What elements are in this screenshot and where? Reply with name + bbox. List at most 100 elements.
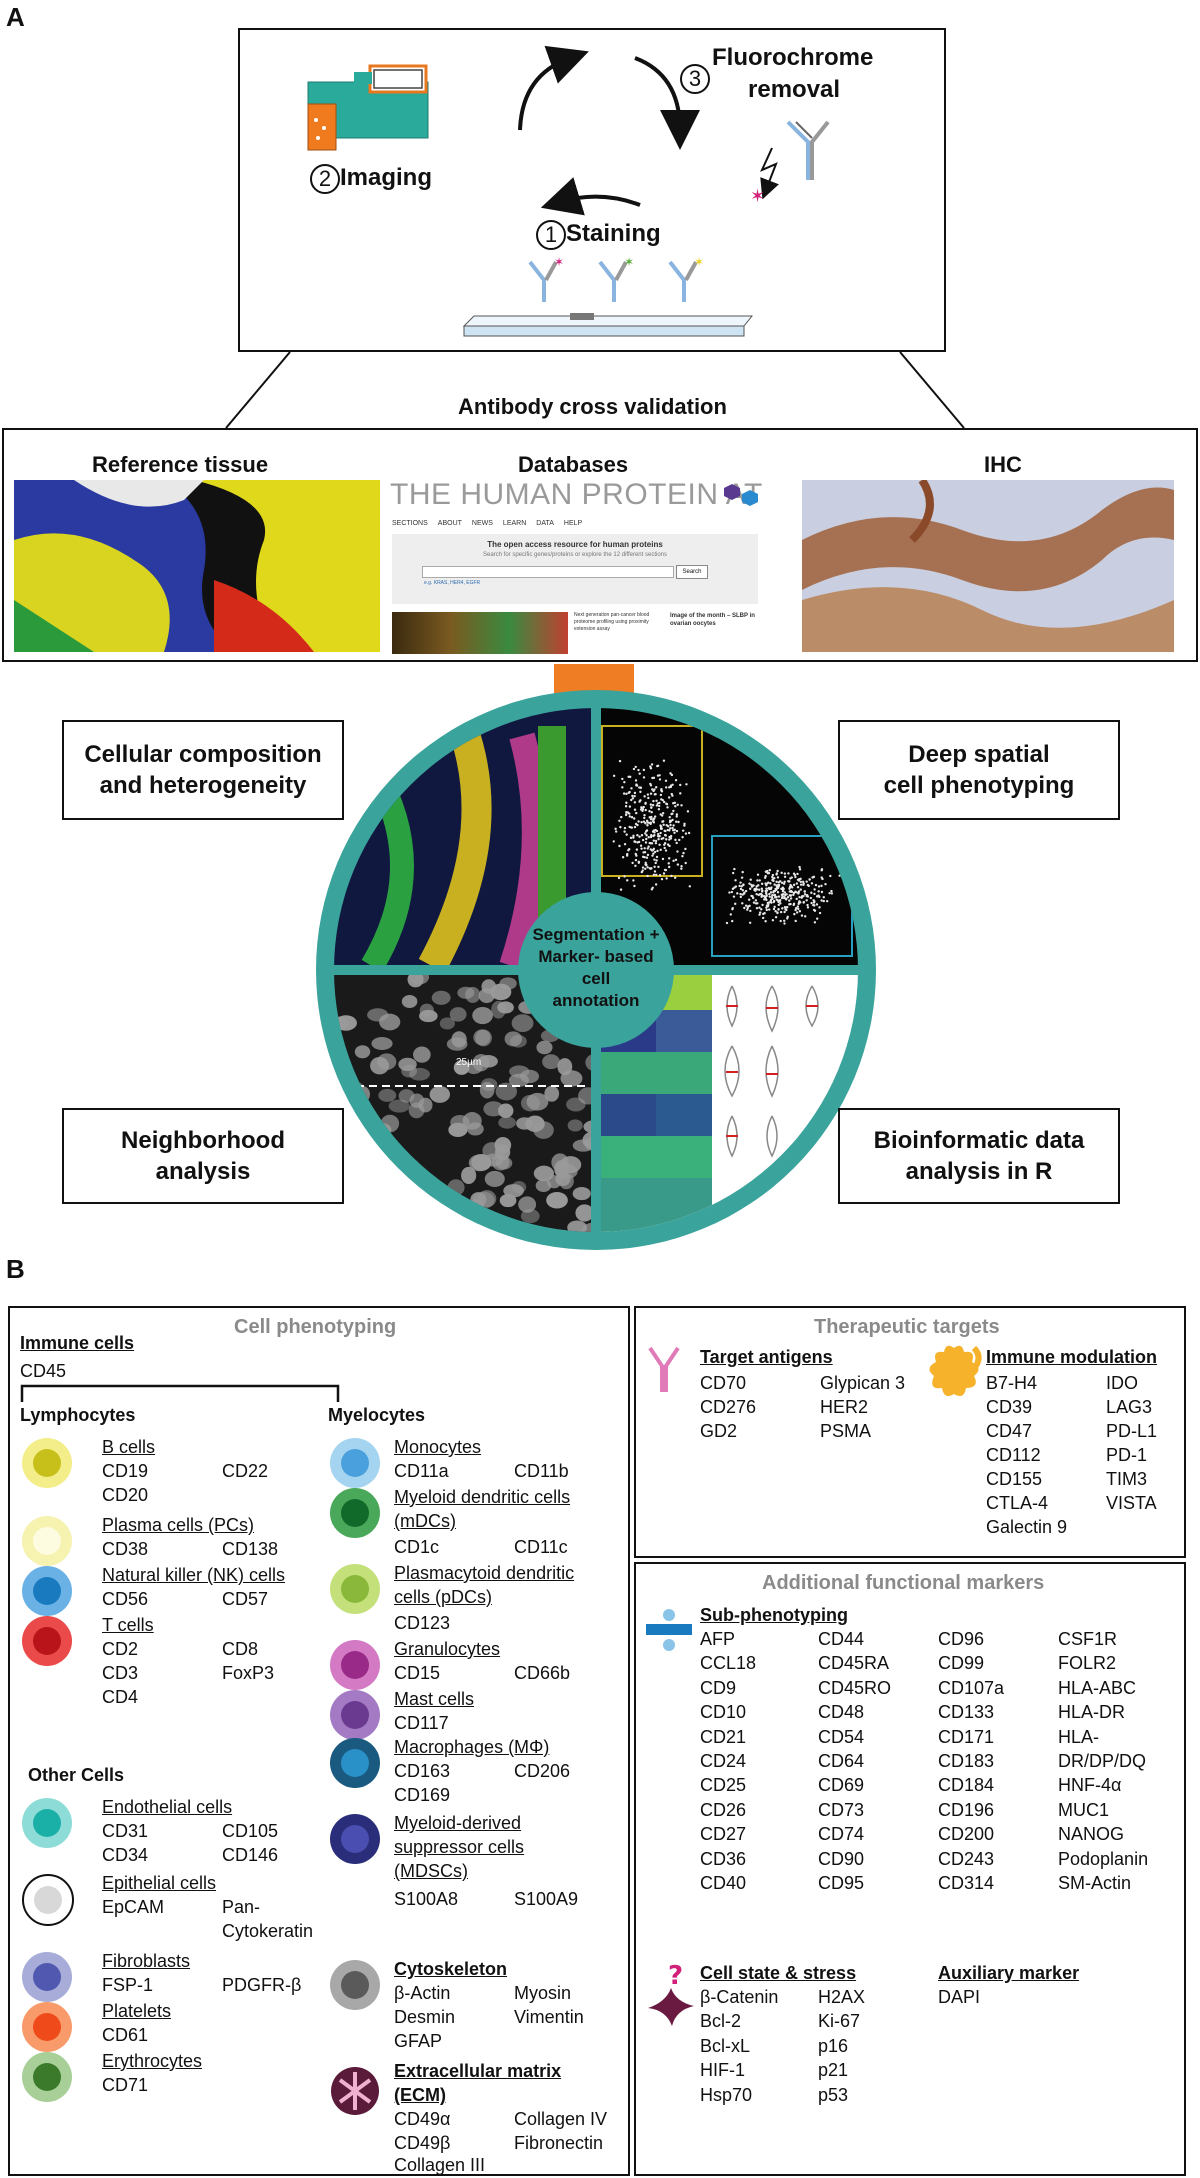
marker-cd8: CD8 xyxy=(222,1639,259,1659)
hpa-example: e.g. KRAS, HER4, EGFR xyxy=(424,580,481,586)
marker-cd70: CD70 xyxy=(700,1373,747,1393)
marker-cd31: CD31 xyxy=(102,1821,149,1841)
auxiliary-name: Auxiliary marker xyxy=(938,1963,1080,1983)
nucleus xyxy=(499,1193,517,1208)
scatter-point xyxy=(771,897,774,900)
scatter-point xyxy=(810,882,814,885)
scatter-point xyxy=(678,838,681,842)
sub-phenotyping-marker: NANOG xyxy=(1058,1824,1125,1845)
reference-title: Reference tissue xyxy=(92,452,269,477)
scatter-point xyxy=(757,893,760,897)
scatter-point xyxy=(652,821,656,824)
scatter-point xyxy=(642,776,646,779)
scatter-point xyxy=(647,796,650,800)
scatter-point xyxy=(809,896,813,900)
scatter-point xyxy=(799,880,803,884)
hpa-menu-data[interactable]: DATA xyxy=(536,520,554,527)
hpa-search-button[interactable]: Search xyxy=(676,565,708,579)
scatter-point xyxy=(634,765,637,769)
sub-phenotyping-marker: CD36 xyxy=(700,1848,747,1869)
hpa-screenshot: THE HUMAN PROTEIN ATLAS SECTIONS ABOUT N… xyxy=(388,478,764,654)
scatter-point xyxy=(652,873,656,876)
sub-phenotyping-marker: CD184 xyxy=(938,1775,995,1796)
scatter-point xyxy=(655,859,658,862)
scatter-point xyxy=(679,783,682,787)
fluoro-label-2: removal xyxy=(748,76,841,103)
cell-state-marker: β-Catenin xyxy=(700,1987,779,2007)
sub-phenotyping-marker: HLA-ABC xyxy=(1058,1677,1137,1698)
marker-pdgfrb: PDGFR-β xyxy=(222,1975,302,1995)
scatter-point xyxy=(660,814,664,817)
pdc-group: Plasmacytoid dendritic cells (pDCs) CD12… xyxy=(328,1562,628,1638)
scatter-point xyxy=(765,908,768,912)
scatter-point xyxy=(777,881,780,884)
scatter-point xyxy=(765,887,768,890)
scatter-point xyxy=(802,882,805,885)
marker-cd39: CD39 xyxy=(986,1397,1033,1417)
erythrocyte-nucleus-icon xyxy=(33,2063,61,2091)
nucleus xyxy=(386,1194,409,1210)
scatter-point xyxy=(667,796,671,799)
marker-cd11c: CD11c xyxy=(514,1537,568,1557)
scatter-point xyxy=(672,802,675,805)
scatter-point xyxy=(771,873,775,877)
scatter-point xyxy=(675,815,678,818)
fibroblast-icon xyxy=(22,1952,72,2002)
databases-title: Databases xyxy=(518,452,629,477)
scatter-point xyxy=(758,913,761,916)
scatter-point xyxy=(655,873,658,877)
nk-group: Natural killer (NK) cells CD56 CD57 xyxy=(20,1564,320,1616)
scatter-point xyxy=(731,887,735,891)
hpa-menu-news[interactable]: NEWS xyxy=(471,520,493,527)
scatter-point xyxy=(688,885,691,888)
nucleus xyxy=(511,1180,527,1194)
scatter-point xyxy=(782,882,786,885)
marker-cd49a: CD49α xyxy=(394,2109,451,2129)
hpa-menu-sections[interactable]: SECTIONS xyxy=(392,520,428,527)
hpa-menu-learn[interactable]: LEARN xyxy=(502,520,527,527)
marker-cd66b: CD66b xyxy=(514,1663,571,1683)
hpa-menu-help[interactable]: HELP xyxy=(563,520,583,527)
scatter-point xyxy=(758,911,762,914)
scatter-point xyxy=(682,851,685,855)
nucleus xyxy=(559,1156,582,1174)
nucleus xyxy=(429,1085,451,1103)
scatter-point xyxy=(676,850,679,853)
sub-phenotyping-marker: CD74 xyxy=(818,1824,865,1845)
callout-bioinf: Bioinformatic data analysis in R xyxy=(838,1108,1120,1204)
scatter-point xyxy=(667,862,670,865)
scatter-point xyxy=(787,872,790,875)
scatter-point xyxy=(618,759,622,763)
marker-cd169: CD169 xyxy=(394,1785,451,1805)
scatter-point xyxy=(760,890,764,893)
marker-her2: HER2 xyxy=(820,1397,869,1417)
scatter-point xyxy=(664,786,668,789)
plasma-cell-icon xyxy=(22,1516,72,1566)
scatter-point xyxy=(805,899,808,902)
mdsc-nucleus-icon xyxy=(341,1825,369,1853)
scatter-point xyxy=(625,833,628,836)
hpa-tagline: The open access resource for human prote… xyxy=(487,540,663,549)
sub-phenotyping-marker: FOLR2 xyxy=(1058,1653,1117,1674)
marker-cd34: CD34 xyxy=(102,1845,149,1865)
scatter-point xyxy=(658,801,661,805)
scatter-point xyxy=(646,866,649,869)
scatter-point xyxy=(637,860,641,863)
scatter-point xyxy=(648,816,651,819)
hpa-menu-about[interactable]: ABOUT xyxy=(437,520,462,527)
nucleus xyxy=(479,1081,495,1099)
scatter-point xyxy=(795,891,798,894)
scatter-point xyxy=(645,856,649,859)
nucleus xyxy=(467,1122,484,1136)
ecm-name-2: (ECM) xyxy=(394,2085,446,2105)
cytoskeleton-group: Cytoskeleton β-Actin Myosin Desmin Vimen… xyxy=(328,1958,628,2058)
fibroblasts-group: Fibroblasts FSP-1 PDGFR-β xyxy=(20,1950,320,2002)
scatter-point xyxy=(747,898,751,901)
mdsc-icon xyxy=(330,1814,380,1864)
marker-cd117: CD117 xyxy=(394,1713,449,1733)
nucleus xyxy=(477,1190,497,1208)
scatter-point xyxy=(808,878,811,881)
hpa-search-input[interactable] xyxy=(422,566,674,578)
marker-cd20: CD20 xyxy=(102,1485,149,1505)
scatter-point xyxy=(765,906,768,909)
